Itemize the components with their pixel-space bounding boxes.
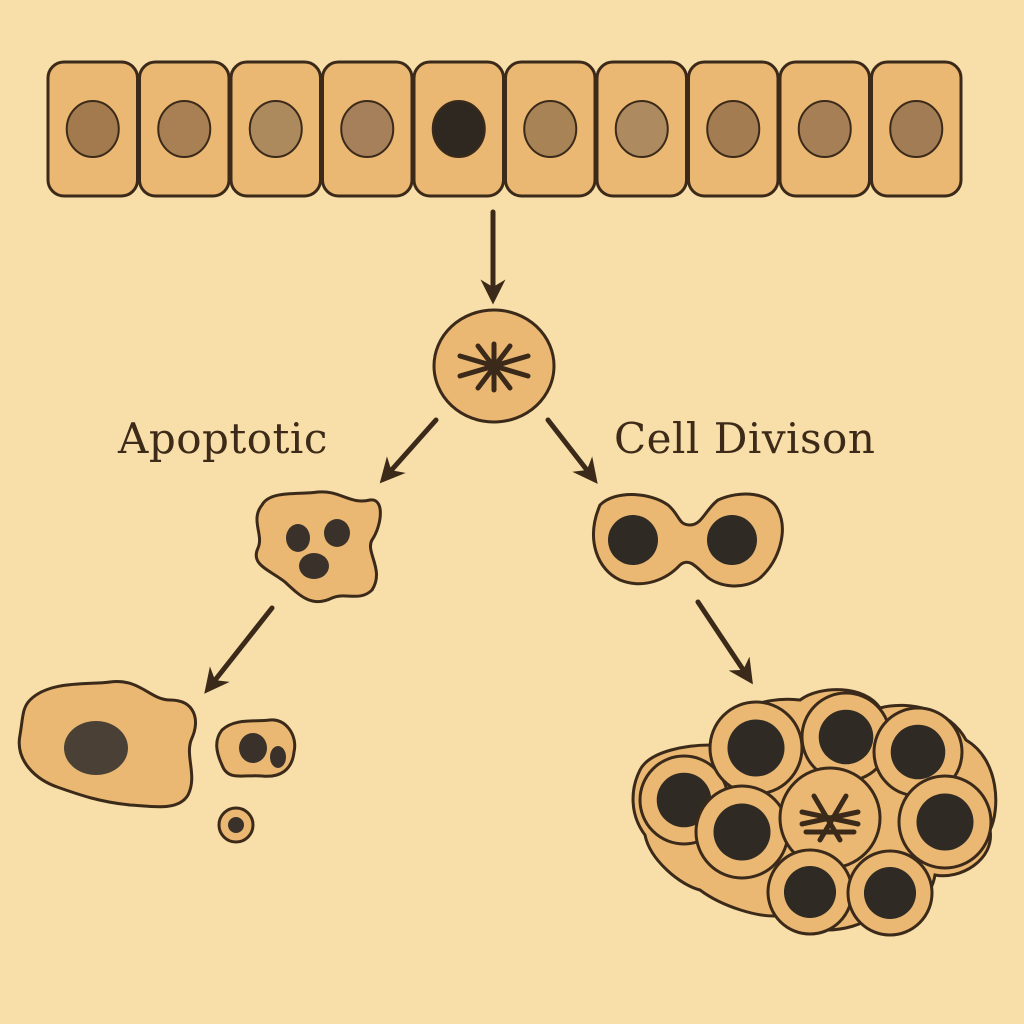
cluster-cell [872, 706, 964, 798]
nucleus [818, 709, 874, 765]
nucleus [863, 866, 917, 920]
epithelial-cell [229, 60, 322, 198]
nucleus [340, 100, 395, 158]
cluster-cell [846, 849, 934, 937]
nucleus [713, 803, 771, 861]
epithelial-cell [412, 60, 505, 198]
nucleus [797, 100, 852, 158]
nucleus [157, 100, 212, 158]
epithelial-cell [321, 60, 414, 198]
epithelial-cell [138, 60, 231, 198]
nucleus [890, 724, 946, 780]
cluster-cell [694, 784, 790, 880]
epithelial-cell [870, 60, 963, 198]
mitotic-cell [432, 308, 556, 424]
cluster-cell [897, 774, 993, 870]
cluster-cell [708, 700, 804, 796]
apoptotic-label: Apoptotic [118, 414, 328, 463]
arrow-to-cluster [695, 599, 753, 685]
epithelial-cell [504, 60, 597, 198]
nucleus [65, 100, 120, 158]
fragmented-cell [17, 680, 197, 809]
arrow-apoptotic [379, 417, 439, 484]
nucleus [248, 100, 303, 158]
cell-cluster [631, 688, 998, 937]
nucleus [889, 100, 944, 158]
chromosome [799, 809, 861, 827]
nucleus [656, 772, 712, 828]
epithelial-cell [46, 60, 139, 198]
highlighted-nucleus [431, 100, 486, 158]
nucleus [523, 100, 578, 158]
epithelial-cell-row [46, 60, 963, 198]
epithelial-cell [687, 60, 780, 198]
apoptotic-body-small [217, 806, 255, 844]
blebbing-cell [254, 490, 382, 604]
cluster-cell [800, 691, 892, 783]
chromosomes-icon [457, 341, 531, 393]
nucleus [706, 100, 761, 158]
arrow-to-fragments [204, 605, 275, 694]
epithelial-cell [595, 60, 688, 198]
mitotic-cluster-cell [778, 766, 882, 870]
arrow-division [545, 417, 598, 484]
cell-division-label: Cell Divison [614, 414, 876, 463]
nucleus [727, 719, 785, 777]
cluster-cell [766, 848, 854, 936]
nucleus [614, 100, 669, 158]
nucleus [783, 865, 837, 919]
two-daughter-cells [592, 492, 784, 588]
apoptotic-body-large [215, 718, 297, 778]
epithelial-cell [778, 60, 871, 198]
nucleus [916, 793, 974, 851]
